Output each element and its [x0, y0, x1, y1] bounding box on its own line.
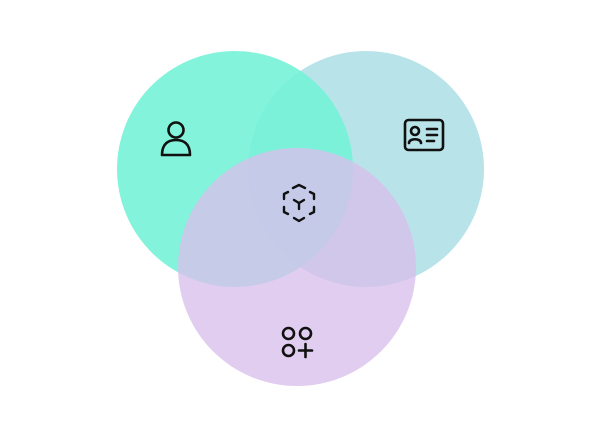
id-card-icon: [403, 118, 445, 152]
user-icon: [160, 121, 192, 157]
add-apps-icon: [281, 326, 314, 359]
ar-cube-icon: [282, 183, 316, 223]
venn-circle-apps: [178, 148, 416, 386]
